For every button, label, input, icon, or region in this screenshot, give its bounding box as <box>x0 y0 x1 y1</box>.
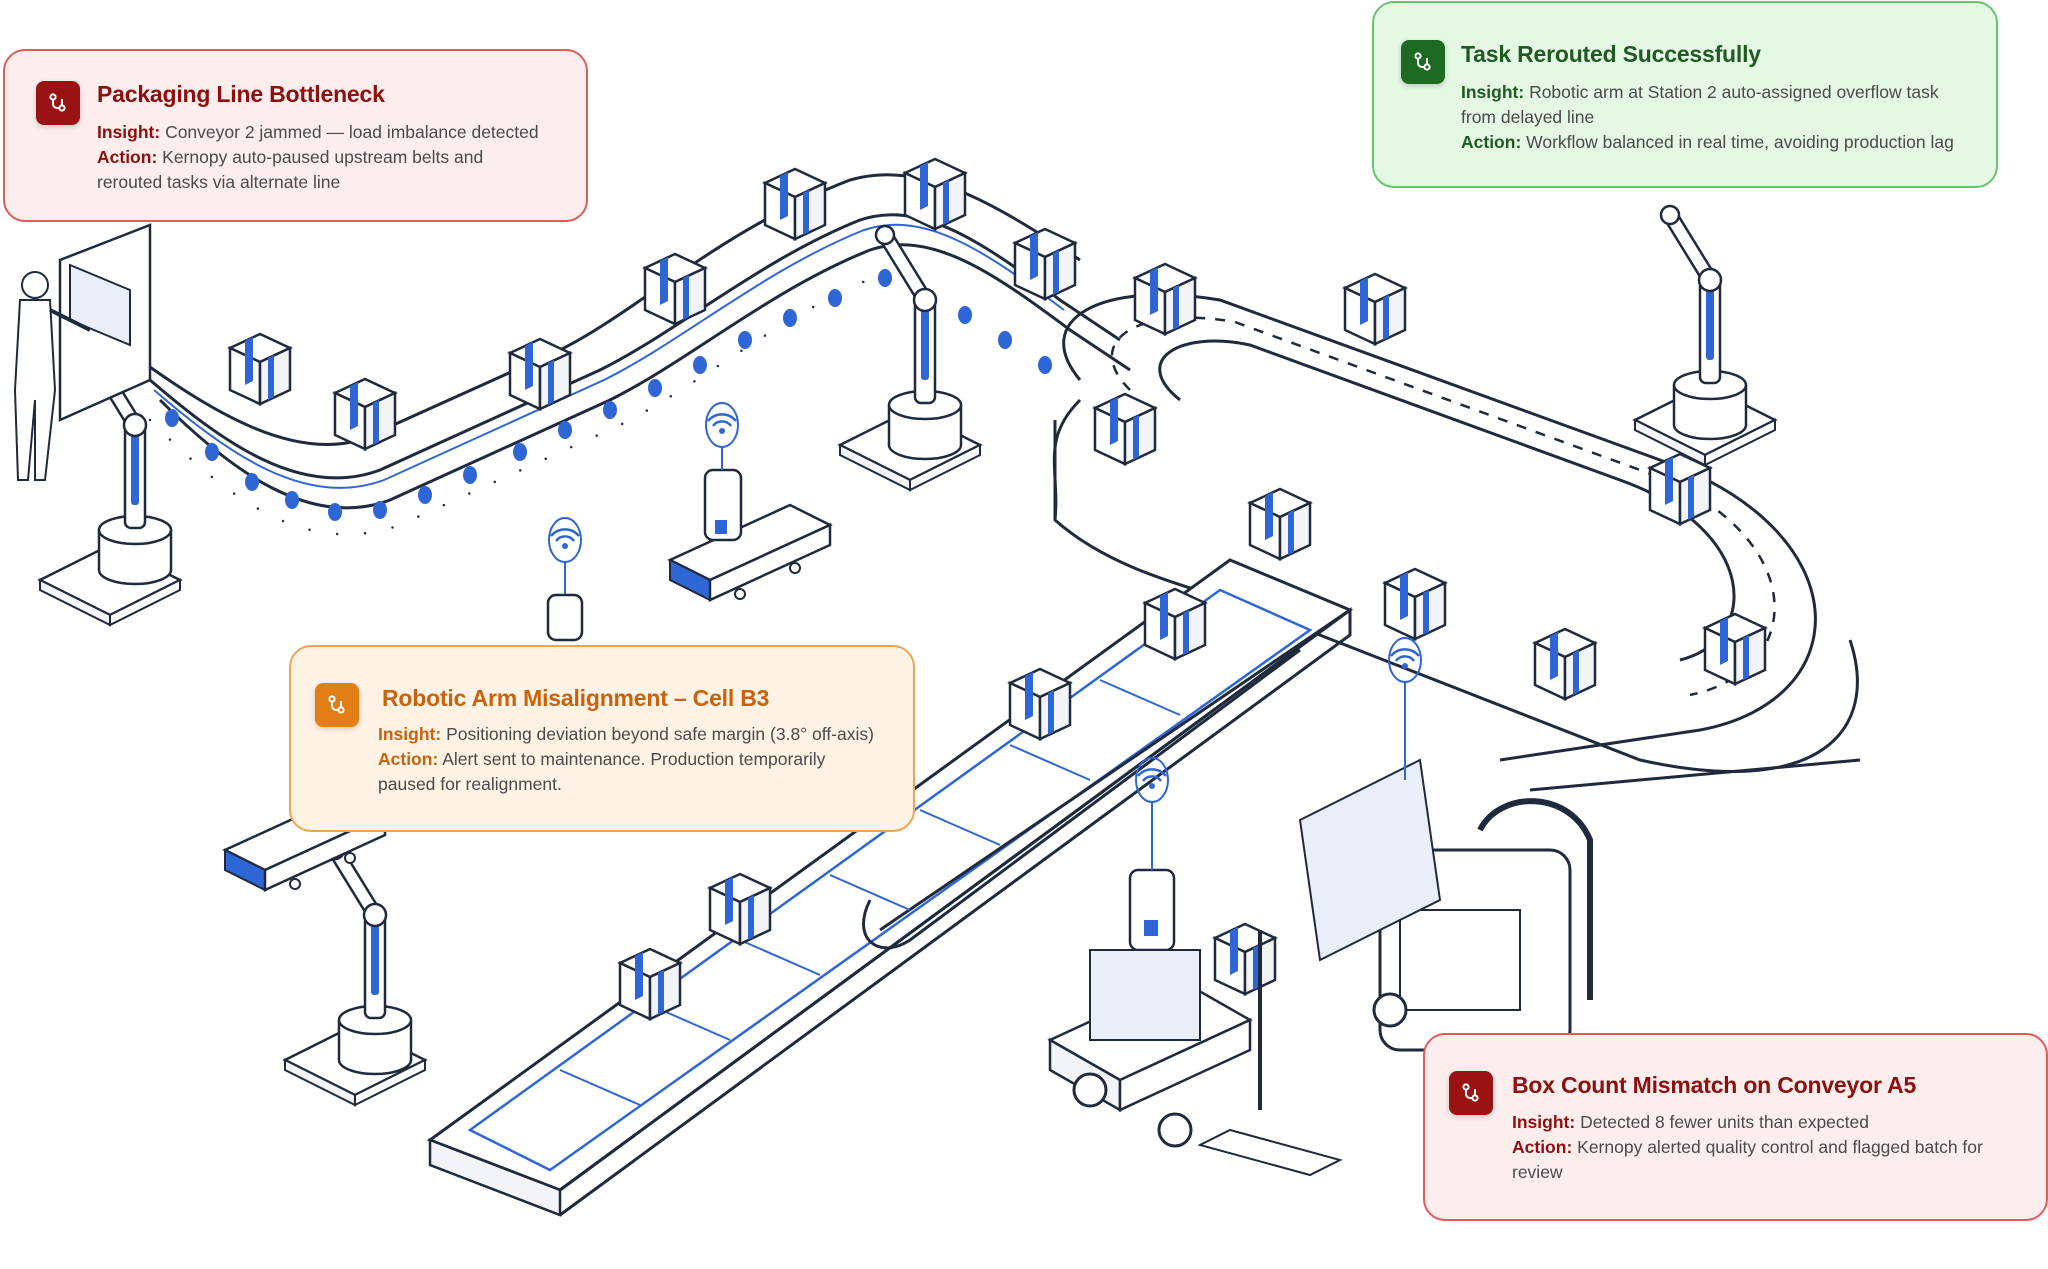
ramp-conveyor <box>426 558 1354 1217</box>
card-insight: Insight: Conveyor 2 jammed — load imbala… <box>97 120 539 146</box>
card-insight: Insight: Detected 8 fewer units than exp… <box>1512 1110 1869 1136</box>
workflow-icon <box>315 683 359 727</box>
insight-label: Insight: <box>378 724 442 744</box>
action-label: Action: <box>97 147 158 167</box>
card-insight: Insight: Positioning deviation beyond sa… <box>378 722 874 748</box>
insight-text: Positioning deviation beyond safe margin… <box>446 724 874 744</box>
workflow-icon <box>36 81 80 125</box>
insight-text: Conveyor 2 jammed — load imbalance detec… <box>165 122 539 142</box>
insight-label: Insight: <box>1461 82 1525 102</box>
card-action-cont: rerouted tasks via alternate line <box>97 172 341 192</box>
worker-station <box>13 223 152 481</box>
workflow-icon <box>1401 40 1445 84</box>
alert-card-box-count[interactable]: Box Count Mismatch on Conveyor A5 Insigh… <box>1423 1033 2048 1221</box>
upper-conveyor <box>139 173 1131 536</box>
alert-card-robotic-arm[interactable]: Robotic Arm Misalignment – Cell B3 Insig… <box>289 645 915 832</box>
insight-text: Robotic arm at Station 2 auto-assigned o… <box>1529 82 1939 102</box>
insight-text: Detected 8 fewer units than expected <box>1580 1112 1869 1132</box>
action-label: Action: <box>1512 1137 1573 1157</box>
card-action-cont: review <box>1512 1162 1563 1182</box>
action-text: Kernopy auto-paused upstream belts and <box>162 147 484 167</box>
card-insight-cont: from delayed line <box>1461 107 1595 127</box>
action-label: Action: <box>378 749 439 769</box>
card-action: Action: Kernopy alerted quality control … <box>1512 1135 1983 1161</box>
card-title: Box Count Mismatch on Conveyor A5 <box>1512 1072 1917 1098</box>
card-title: Task Rerouted Successfully <box>1461 41 1761 67</box>
card-action-cont: paused for realignment. <box>378 774 562 794</box>
insight-label: Insight: <box>97 122 161 142</box>
action-label: Action: <box>1461 132 1522 152</box>
alert-card-packaging[interactable]: Packaging Line Bottleneck Insight: Conve… <box>3 49 588 222</box>
card-insight: Insight: Robotic arm at Station 2 auto-a… <box>1461 80 1939 106</box>
action-text: Kernopy alerted quality control and flag… <box>1577 1137 1983 1157</box>
alert-card-rerouted[interactable]: Task Rerouted Successfully Insight: Robo… <box>1372 1 1998 188</box>
action-text: Workflow balanced in real time, avoiding… <box>1526 132 1954 152</box>
card-action: Action: Kernopy auto-paused upstream bel… <box>97 145 483 171</box>
forklifts <box>1047 636 1593 1177</box>
card-title: Robotic Arm Misalignment – Cell B3 <box>382 685 770 711</box>
workflow-icon <box>1449 1071 1493 1115</box>
agv-robots <box>223 401 832 892</box>
action-text: Alert sent to maintenance. Production te… <box>442 749 826 769</box>
card-title: Packaging Line Bottleneck <box>97 81 385 107</box>
card-action: Action: Alert sent to maintenance. Produ… <box>378 747 825 773</box>
insight-label: Insight: <box>1512 1112 1576 1132</box>
card-action: Action: Workflow balanced in real time, … <box>1461 130 1954 156</box>
